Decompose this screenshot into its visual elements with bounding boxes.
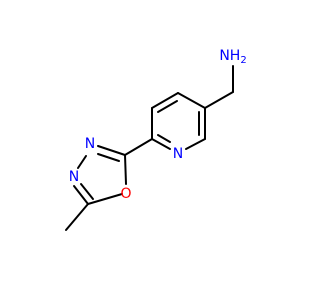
bond-n3-n4 (77, 155, 87, 169)
bond-c2-npyr-inner (157, 134, 171, 143)
bond-c5-c4 (177, 92, 206, 109)
bond-oxc5-methyl (65, 203, 89, 231)
atom-label-oxadiazole-o1: O (120, 186, 131, 202)
bond-c4-c3-inner (157, 100, 178, 113)
atom-label-pyridine-n: N (173, 146, 183, 162)
nh2-text: NH (219, 48, 240, 64)
bond-n4-oxc5-inner (80, 183, 94, 200)
bond-oxc2-n3-inner (97, 153, 120, 162)
bond-npyr-c6 (185, 138, 206, 150)
atom-label-oxadiazole-n3: N (85, 136, 95, 152)
bond-c2-npyr (151, 138, 171, 150)
atom-label-nh2: NH2 (219, 48, 246, 66)
bond-c4-c3 (151, 92, 179, 109)
nh2-subscript: 2 (240, 55, 246, 66)
bond-oxc2-n3 (97, 145, 126, 156)
molecule-diagram: NH2 N N N O (65, 48, 247, 231)
atom-label-oxadiazole-n4: N (69, 169, 79, 185)
bond-c2-oxc2 (124, 138, 153, 156)
bond-c5-ch2 (204, 91, 234, 109)
bond-n4-oxc5 (73, 185, 89, 205)
bond-o1-oxc2 (124, 154, 127, 185)
bond-oxc5-o1 (87, 193, 123, 205)
